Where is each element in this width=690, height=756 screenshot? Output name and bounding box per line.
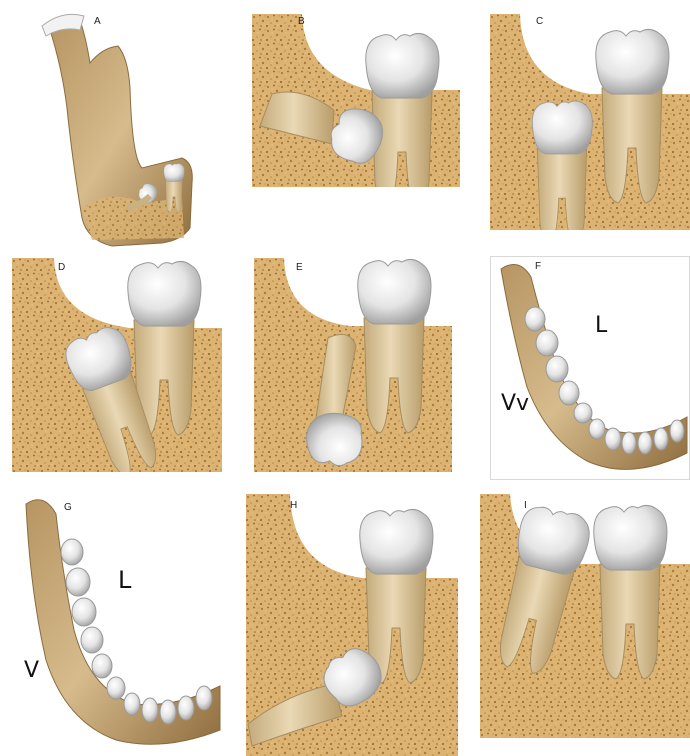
panel-label: C: [536, 16, 544, 27]
panel-b: B: [252, 14, 460, 187]
vestibular-label: Vv: [501, 391, 529, 416]
mesioangular-impaction-illustration: [252, 14, 460, 187]
panel-g: G L V: [4, 490, 226, 756]
inverted-impaction-illustration: [254, 258, 452, 472]
mandible-side-illustration: [32, 8, 202, 248]
erupted-tilted-tooth-illustration: [480, 494, 690, 738]
panel-i: I: [480, 494, 690, 738]
mandible-occlusal-view-g: [4, 490, 226, 756]
panel-label: E: [296, 262, 303, 273]
lingual-label: L: [118, 566, 131, 594]
vertical-impaction-illustration: [490, 14, 690, 230]
mandible-occlusal-view-f: [491, 257, 690, 480]
panel-c: C: [490, 14, 690, 230]
panel-h: H: [246, 494, 458, 756]
panel-e: E: [254, 258, 452, 472]
panel-label: H: [290, 500, 298, 511]
distoangular-impaction-illustration: [12, 258, 222, 472]
lingual-label: L: [595, 313, 607, 338]
panel-label: B: [298, 16, 305, 27]
panel-f: F L Vv: [490, 256, 690, 480]
vestibular-label: V: [24, 658, 39, 683]
panel-a: A: [32, 8, 202, 248]
panel-label: I: [524, 500, 527, 511]
panel-label: A: [94, 16, 101, 27]
panel-d: D: [12, 258, 222, 472]
panel-label: D: [58, 262, 66, 273]
horizontal-impaction-illustration: [246, 494, 458, 756]
panel-label: F: [535, 261, 542, 272]
panel-label: G: [64, 502, 72, 513]
